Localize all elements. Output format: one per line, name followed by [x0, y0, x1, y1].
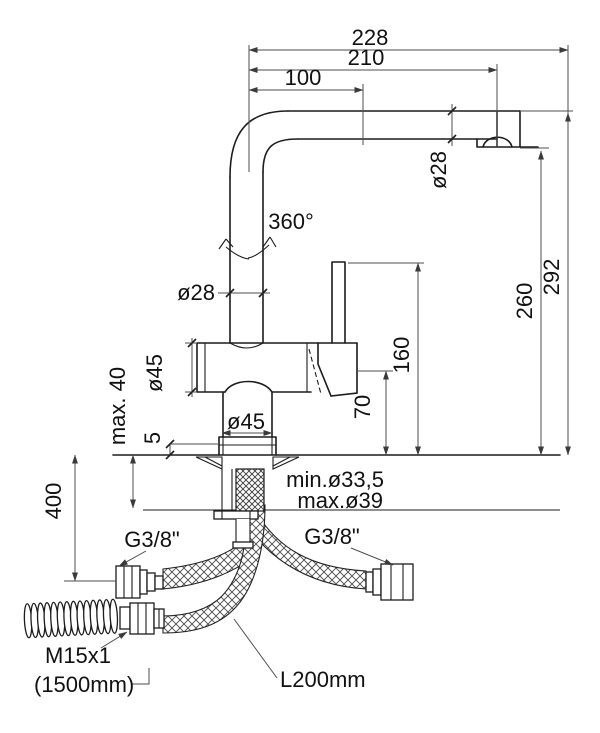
hose-guide-cap: [232, 541, 254, 549]
pullout-hose-corrugated: [23, 598, 119, 639]
spout-bend-outer: [229, 110, 289, 178]
countertop: [112, 454, 561, 511]
flange-right: [272, 456, 300, 470]
label-1500mm: (1500mm): [34, 672, 134, 697]
fitting-left: [115, 565, 164, 599]
label-g38-left: G3/8": [124, 527, 180, 552]
label-100: 100: [285, 65, 322, 90]
handle-stem: [331, 261, 346, 344]
body-neck: [222, 391, 273, 438]
label-riser-diameter: ø28: [177, 280, 215, 305]
handle-base: [317, 342, 358, 397]
label-292: 292: [539, 259, 564, 296]
label-base-diameter: ø45: [227, 409, 265, 434]
label-70: 70: [350, 395, 375, 419]
label-228: 228: [352, 25, 389, 50]
mixer-body: [196, 342, 319, 456]
label-m15x1: M15x1: [45, 643, 111, 668]
handle-lever: [308, 261, 358, 397]
fitting-right: [365, 563, 414, 601]
label-spout-diameter: ø28: [426, 151, 451, 189]
label-hole-min: min.ø33,5: [286, 467, 384, 492]
label-g38-right: G3/8": [304, 524, 360, 549]
label-hole-max: max.ø39: [297, 488, 383, 513]
m15-connector: [119, 602, 165, 635]
dimension-lines: [64, 45, 573, 582]
leader-lines: [100, 547, 394, 685]
label-l200mm: L200mm: [280, 667, 366, 692]
threaded-shank: [235, 468, 265, 512]
label-160: 160: [389, 337, 414, 374]
label-5: 5: [140, 432, 165, 444]
riser-tube: [229, 171, 264, 344]
label-210: 210: [348, 45, 385, 70]
flange-left: [195, 456, 223, 470]
label-max-40: max. 40: [105, 367, 130, 445]
hose-assembly: [162, 504, 367, 634]
label-rotation-360: 360°: [268, 209, 314, 234]
mounting-nut: [213, 510, 259, 520]
label-body-diameter: ø45: [142, 354, 167, 392]
faucet-outline: [196, 110, 539, 456]
spout-bend-inner: [262, 138, 299, 173]
rotation-arrows: [218, 236, 277, 260]
label-400: 400: [41, 483, 66, 520]
dimension-labels: 228 210 100 ø28 292 260 360° ø28 ø45 160…: [34, 25, 564, 697]
mounting-shank: [195, 456, 300, 549]
label-260: 260: [512, 283, 537, 320]
pullout-hose-braided: [162, 504, 266, 634]
body-dome: [224, 380, 273, 393]
